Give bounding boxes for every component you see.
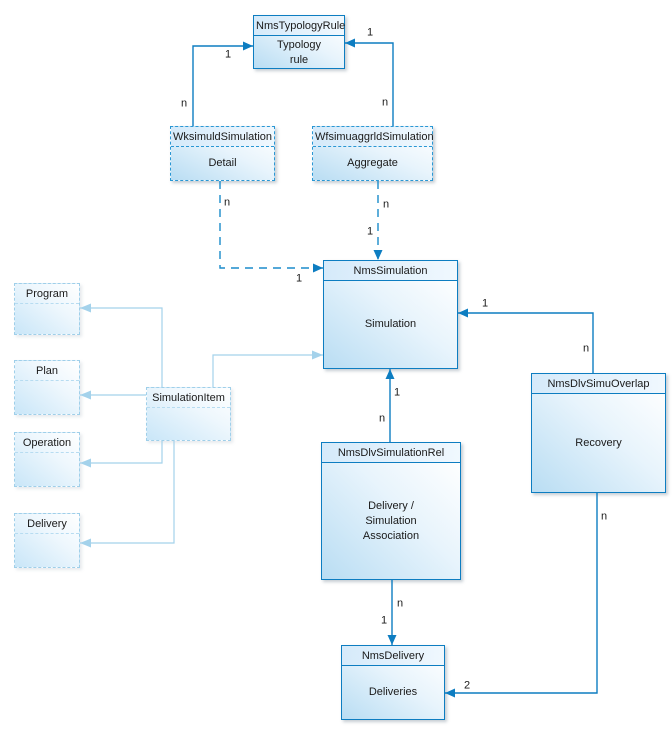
arrowhead-icon xyxy=(80,458,91,468)
multiplicity-label: n xyxy=(180,97,188,110)
multiplicity-label: n xyxy=(600,510,608,523)
connector-wksimuld-to-typologyrule[interactable] xyxy=(192,45,253,126)
entity-title: WksimuldSimulation xyxy=(171,127,274,147)
entity-operation[interactable]: Operation xyxy=(14,432,80,487)
entity-body xyxy=(15,534,79,567)
entity-title: Program xyxy=(15,284,79,304)
multiplicity-label: 1 xyxy=(224,48,232,61)
entity-body xyxy=(15,381,79,414)
entity-title: NmsSimulation xyxy=(324,261,457,281)
entity-nms-simulation[interactable]: NmsSimulation Simulation xyxy=(323,260,458,369)
entity-body: Detail xyxy=(208,157,237,169)
entity-body: Simulation xyxy=(364,318,417,330)
multiplicity-label: 2 xyxy=(463,679,471,692)
multiplicity-label: n xyxy=(223,196,231,209)
entity-body xyxy=(15,453,79,486)
connector-overlap-to-delivery[interactable] xyxy=(445,493,598,694)
entity-nms-dlv-simu-overlap[interactable]: NmsDlvSimuOverlap Recovery xyxy=(531,373,666,493)
arrowhead-icon xyxy=(373,250,383,260)
connector-overlap-to-simulation[interactable] xyxy=(458,312,594,373)
connector-simulationitem-to-simulation[interactable] xyxy=(212,354,323,387)
connector-simulationitem-to-program[interactable] xyxy=(80,307,163,387)
entity-title: SimulationItem xyxy=(147,388,230,408)
entity-body: Delivery / Simulation Association xyxy=(362,499,420,542)
arrowhead-icon xyxy=(312,350,323,360)
arrowhead-icon xyxy=(385,369,395,379)
arrowhead-icon xyxy=(80,303,91,313)
entity-body xyxy=(15,304,79,334)
entity-body: Aggregate xyxy=(347,157,398,169)
entity-simulation-item[interactable]: SimulationItem xyxy=(146,387,231,441)
entity-body: Deliveries xyxy=(368,686,418,698)
connector-simulationitem-to-operation[interactable] xyxy=(80,441,163,464)
entity-body: Typology rule xyxy=(276,39,322,66)
multiplicity-label: n xyxy=(382,198,390,211)
arrowhead-icon xyxy=(445,688,455,698)
entity-title: NmsDelivery xyxy=(342,646,444,666)
entity-title: WfsimuaggrldSimulation xyxy=(313,127,434,147)
entity-wksimuld-simulation[interactable]: WksimuldSimulation Detail xyxy=(170,126,275,181)
multiplicity-label: n xyxy=(378,412,386,425)
entity-title: Operation xyxy=(15,433,79,453)
arrowhead-icon xyxy=(243,41,253,51)
multiplicity-label: 1 xyxy=(295,272,303,285)
entity-program[interactable]: Program xyxy=(14,283,80,335)
multiplicity-label: n xyxy=(396,597,404,610)
entity-wfsimuaggrld-simulation[interactable]: WfsimuaggrldSimulation Aggregate xyxy=(312,126,434,181)
connector-detail-to-simulation[interactable] xyxy=(219,181,323,269)
multiplicity-label: 1 xyxy=(393,386,401,399)
entity-nms-dlv-simulation-rel[interactable]: NmsDlvSimulationRel Delivery / Simulatio… xyxy=(321,442,461,580)
entity-title: NmsTypologyRule xyxy=(254,16,345,36)
arrowhead-icon xyxy=(387,635,397,645)
entity-title: NmsDlvSimulationRel xyxy=(322,443,460,463)
multiplicity-label: 1 xyxy=(380,614,388,627)
multiplicity-label: 1 xyxy=(481,297,489,310)
entity-delivery[interactable]: Delivery xyxy=(14,513,80,568)
entity-title: Delivery xyxy=(15,514,79,534)
multiplicity-label: 1 xyxy=(366,26,374,39)
multiplicity-label: n xyxy=(381,96,389,109)
arrowhead-icon xyxy=(80,390,91,400)
entity-plan[interactable]: Plan xyxy=(14,360,80,415)
arrowhead-icon xyxy=(458,308,468,318)
entity-title: NmsDlvSimuOverlap xyxy=(532,374,665,394)
entity-nms-typology-rule[interactable]: NmsTypologyRule Typology rule xyxy=(253,15,345,69)
entity-body: Recovery xyxy=(575,436,622,449)
connector-simulationitem-to-deliveryitem[interactable] xyxy=(80,441,175,544)
multiplicity-label: n xyxy=(582,342,590,355)
connector-wfsimuaggrld-to-typologyrule[interactable] xyxy=(345,42,394,126)
entity-title: Plan xyxy=(15,361,79,381)
multiplicity-label: 1 xyxy=(366,225,374,238)
entity-nms-delivery[interactable]: NmsDelivery Deliveries xyxy=(341,645,445,720)
arrowhead-icon xyxy=(345,38,355,48)
entity-body xyxy=(147,408,230,440)
arrowhead-icon xyxy=(80,538,91,548)
arrowhead-icon xyxy=(313,263,323,273)
